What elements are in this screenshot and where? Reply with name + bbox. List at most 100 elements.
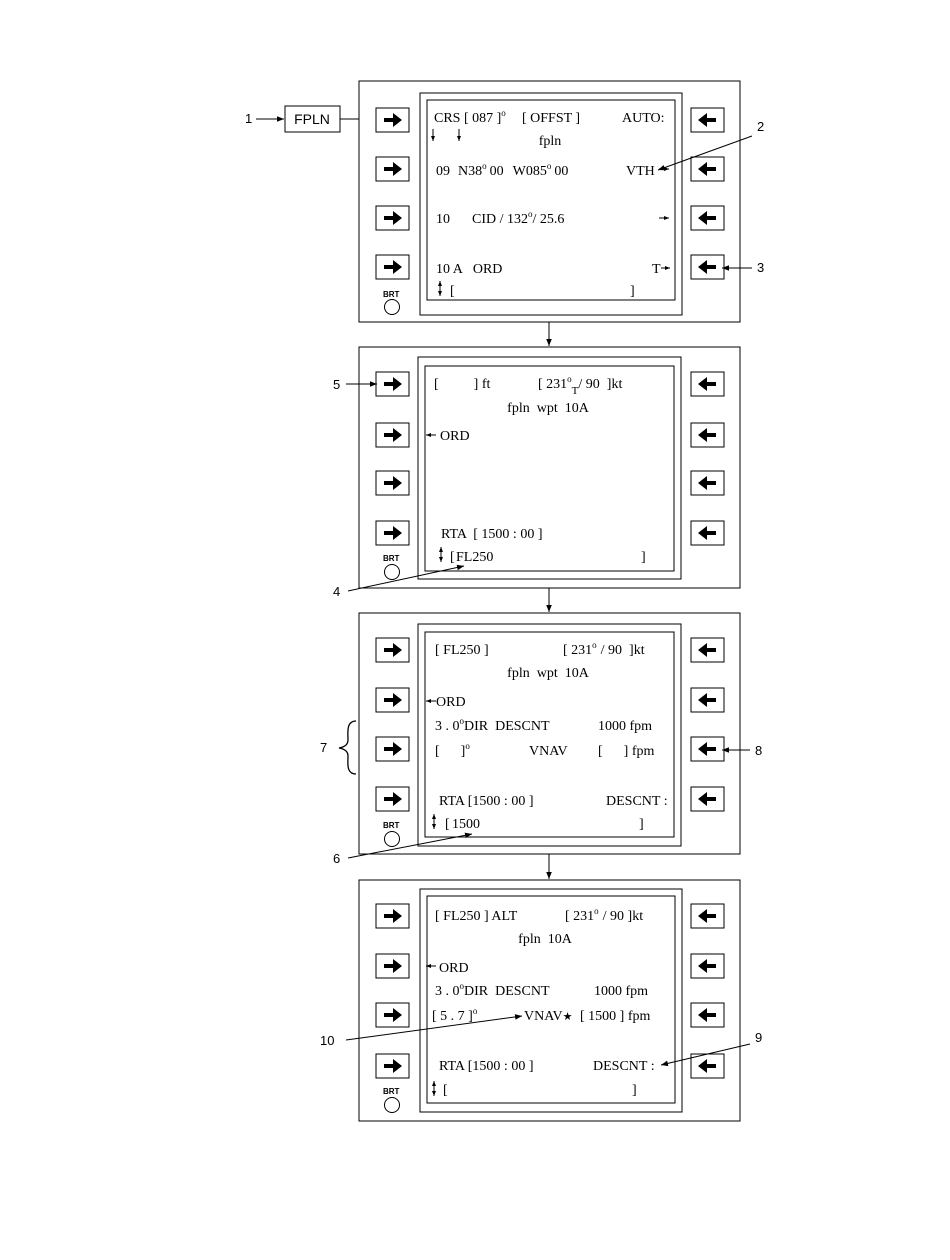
right-arrow-icon bbox=[384, 260, 402, 274]
altitude-field: [ FL250 ] bbox=[435, 643, 489, 658]
right-arrow-icon bbox=[384, 526, 402, 540]
lsk-l1[interactable] bbox=[375, 107, 410, 133]
lsk-r3[interactable] bbox=[690, 1002, 725, 1028]
lsk-r4[interactable] bbox=[690, 1053, 725, 1079]
lsk-l1[interactable] bbox=[375, 371, 410, 397]
page-title: fpln wpt 10A bbox=[507, 666, 590, 681]
lsk-r4[interactable] bbox=[690, 520, 725, 546]
left-arrow-icon bbox=[698, 526, 716, 540]
speed-field: [ 231oT/ 90 ]kt bbox=[538, 374, 622, 397]
lsk-r3[interactable] bbox=[690, 736, 725, 762]
lsk-l4[interactable] bbox=[375, 254, 410, 280]
lsk-l3[interactable] bbox=[375, 736, 410, 762]
right-arrow-icon bbox=[384, 909, 402, 923]
left-arrow-icon bbox=[698, 1059, 716, 1073]
rta-field: RTA [1500 : 00 ] bbox=[439, 794, 533, 809]
cdu-panel-2: BRT [ ] ft [ 231oT/ 90 ]kt fpln wpt 10A … bbox=[358, 346, 741, 589]
callout-4: 4 bbox=[333, 584, 340, 599]
fpln-key-label: FPLN bbox=[294, 111, 330, 127]
lsk-l3[interactable] bbox=[375, 1002, 410, 1028]
lsk-l2[interactable] bbox=[375, 953, 410, 979]
lsk-r2[interactable] bbox=[690, 156, 725, 182]
lsk-r2[interactable] bbox=[690, 953, 725, 979]
cdu-panel-4: BRT [ FL250 ] ALT [ 231o/ 90 ]kt fpln 10… bbox=[358, 879, 741, 1122]
callout-1: 1 bbox=[245, 111, 252, 126]
brt-knob[interactable]: BRT bbox=[383, 290, 400, 315]
callout-6-leader bbox=[347, 832, 473, 859]
scratchpad-open: [ bbox=[445, 817, 450, 832]
vnav-rate-field: [ 1500 ] fpm bbox=[580, 1009, 650, 1024]
brt-knob[interactable]: BRT bbox=[383, 554, 400, 580]
lsk-l4[interactable] bbox=[375, 1053, 410, 1079]
brt-knob[interactable]: BRT bbox=[383, 821, 400, 847]
left-line-select-keys bbox=[375, 637, 410, 812]
right-arrow-icon bbox=[384, 643, 402, 657]
right-arrow-icon bbox=[384, 113, 402, 127]
lsk-l3[interactable] bbox=[375, 470, 410, 496]
lsk-l2[interactable] bbox=[375, 422, 410, 448]
callout-9: 9 bbox=[755, 1030, 762, 1045]
lsk-r1[interactable] bbox=[690, 903, 725, 929]
waypoint-ord: ORD bbox=[436, 695, 466, 710]
brt-label: BRT bbox=[383, 821, 400, 830]
lsk-r3[interactable] bbox=[690, 205, 725, 231]
lsk-l4[interactable] bbox=[375, 786, 410, 812]
lsk-r2[interactable] bbox=[690, 422, 725, 448]
display-screen bbox=[426, 99, 676, 301]
waypoint-ord: ORD bbox=[440, 429, 470, 444]
lsk-r2[interactable] bbox=[690, 687, 725, 713]
lsk-l2[interactable] bbox=[375, 156, 410, 182]
brt-label: BRT bbox=[383, 1087, 400, 1096]
fpln-key[interactable]: FPLN bbox=[284, 105, 341, 133]
lsk-l4[interactable] bbox=[375, 520, 410, 546]
right-arrow-icon bbox=[384, 792, 402, 806]
right-arrow-icon bbox=[384, 742, 402, 756]
vnav-angle-field: [ 5 . 7 ]o bbox=[432, 1006, 478, 1024]
right-line-select-keys bbox=[690, 371, 725, 546]
page-title: fpln 10A bbox=[518, 932, 573, 947]
vnav-label: VNAV bbox=[529, 744, 568, 759]
lsk-l3[interactable] bbox=[375, 205, 410, 231]
lsk-r4[interactable] bbox=[690, 254, 725, 280]
left-line-select-keys bbox=[375, 903, 410, 1079]
lsk-l1[interactable] bbox=[375, 637, 410, 663]
left-arrow-icon bbox=[698, 113, 716, 127]
lsk-r4[interactable] bbox=[690, 786, 725, 812]
descent-label: DESCNT : bbox=[593, 1059, 655, 1074]
vnav-rate-field: [ ] fpm bbox=[598, 744, 654, 759]
left-arrow-icon bbox=[698, 693, 716, 707]
left-arrow-icon bbox=[698, 211, 716, 225]
scratchpad-value[interactable]: FL250 bbox=[456, 550, 493, 565]
left-arrow-icon bbox=[698, 377, 716, 391]
brace-icon bbox=[338, 720, 357, 775]
descent-rate: 1000 fpm bbox=[594, 984, 648, 999]
callout-8: 8 bbox=[755, 743, 762, 758]
brt-knob[interactable]: BRT bbox=[383, 1087, 400, 1113]
left-arrow-icon bbox=[698, 260, 716, 274]
cdu-panel-1: BRT CRS [ 087 ]o [ OFFST ] AUTO: fpln 09… bbox=[358, 80, 741, 323]
lsk-r3[interactable] bbox=[690, 470, 725, 496]
lsk-l1[interactable] bbox=[375, 903, 410, 929]
right-arrow-icon bbox=[384, 377, 402, 391]
lsk-r1[interactable] bbox=[690, 637, 725, 663]
lsk-r1[interactable] bbox=[690, 371, 725, 397]
brt-label: BRT bbox=[383, 554, 400, 563]
waypoint-ord: ORD bbox=[439, 961, 469, 976]
left-line-select-keys bbox=[375, 107, 410, 280]
rta-field: RTA [1500 : 00 ] bbox=[439, 1059, 533, 1074]
callout-6: 6 bbox=[333, 851, 340, 866]
scratchpad-open: [ bbox=[443, 1083, 448, 1098]
lsk-l2[interactable] bbox=[375, 687, 410, 713]
right-line-select-keys bbox=[690, 107, 725, 280]
scratchpad-value[interactable]: 1500 bbox=[452, 817, 480, 832]
right-arrow-icon bbox=[384, 959, 402, 973]
right-line-select-keys bbox=[690, 637, 725, 812]
left-arrow-icon bbox=[698, 742, 716, 756]
cdu-panel-3: BRT [ FL250 ] [ 231o/ 90 ]kt fpln wpt 10… bbox=[358, 612, 741, 855]
descent-angle-line: 3 . 0oDIR DESCNT bbox=[435, 981, 550, 999]
lsk-r1[interactable] bbox=[690, 107, 725, 133]
right-arrow-icon bbox=[384, 428, 402, 442]
scratchpad-close: ] bbox=[632, 1083, 637, 1098]
